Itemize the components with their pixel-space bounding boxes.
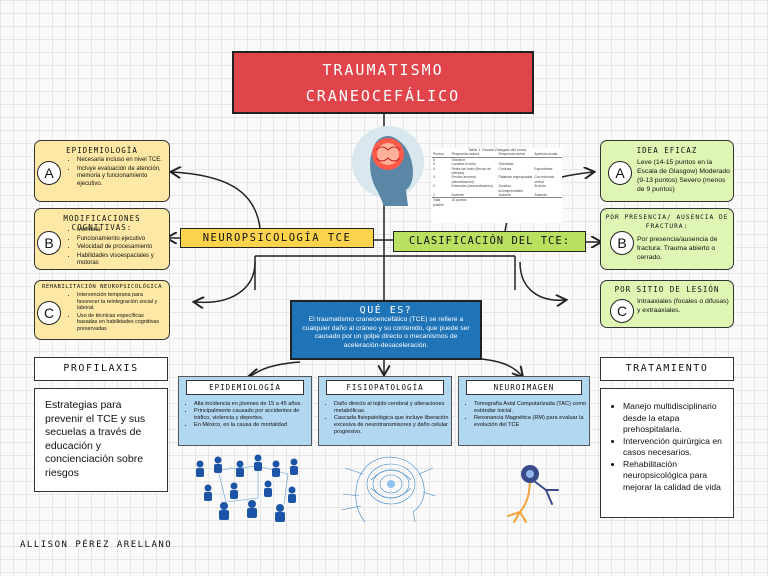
right-idea-card: IDEA EFICAZ A Leve (14-15 puntos en la E… [600, 140, 734, 202]
list-item: Velocidad de procesamiento [77, 244, 165, 252]
brain-scan-illustration [340, 456, 435, 523]
title-line-2: CRANEOCEFÁLICO [305, 87, 461, 105]
table-cell: Al dolor [534, 184, 546, 189]
list-item: Manejo multidisciplinario desde la etapa… [623, 401, 729, 436]
letter-badge: A [37, 161, 61, 185]
card-title: REHABILITACIÓN NEUROPSICOLÓGICA [42, 284, 162, 290]
que-es-title: QUÉ ES? [359, 305, 413, 316]
right-presencia-card: POR PRESENCIA/ AUSENCIA DE FRACTURA: B P… [600, 208, 734, 270]
title-line-1: TRAUMATISMO [322, 61, 444, 79]
table-header: Puntos [433, 152, 444, 157]
table-cell: Espontánea [534, 166, 553, 171]
que-es-box: QUÉ ES? El traumatismo craneoencefálico … [290, 300, 482, 360]
list-item: Resonancia Magnética (RM) para evaluar l… [474, 415, 589, 429]
table-cell: 6 [433, 157, 435, 162]
table-caption: Tabla 1. Escala Glasgow del coma [467, 148, 527, 152]
list-item: Tomografía Axial Computarizada (TAC) com… [474, 401, 589, 415]
table-cell [498, 198, 534, 207]
left-modificaciones-card: MODIFICACIONES COGNITIVAS: B Memoria Fun… [34, 208, 170, 270]
table-cell: 15 puntos [451, 198, 467, 203]
card-text: Intraaxiales (focales o difusas) y extra… [637, 298, 729, 314]
card-title: POR PRESENCIA/ AUSENCIA DE FRACTURA: [605, 214, 729, 230]
table-cell: Orientada [498, 162, 514, 167]
list-item: Daño directo al tejido cerebral y altera… [334, 401, 451, 415]
list-item: Rehabilitación neuropsicológica para mej… [623, 459, 729, 494]
tratamiento-title: TRATAMIENTO [600, 357, 734, 381]
neuron-illustration [507, 465, 559, 523]
glasgow-table: Tabla 1. Escala Glasgow del coma Puntos … [432, 148, 562, 223]
left-epidemiologia-card: EPIDEMIOLOGÍA A Necesaria incluso en niv… [34, 140, 170, 202]
card-title: IDEA EFICAZ [636, 146, 698, 155]
table-cell: Obedece [451, 157, 466, 162]
table-cell: Extensión (descerebración) [451, 184, 493, 189]
table-cell: 3 [433, 175, 435, 180]
table-cell: 2 [433, 184, 435, 189]
table-cell: 5 [433, 162, 435, 167]
card-title: MODIFICACIONES COGNITIVAS: [63, 214, 141, 232]
card-text: Leve (14-15 puntos en la Escala de Glasg… [637, 159, 730, 193]
table-cell: Con estímulo verbal [534, 175, 555, 184]
list-item: Intervención temprana para favorecer la … [77, 292, 165, 312]
que-es-text: El traumatismo craneoencefálico (TCE) se… [302, 316, 470, 349]
right-sitio-card: POR SITIO DE LESIÓN C Intraaxiales (foca… [600, 280, 734, 328]
card-title: POR SITIO DE LESIÓN [614, 285, 720, 294]
list-item: Cascada fisiopatológica que incluye libe… [334, 415, 451, 436]
author-name: ALLISON PÉREZ ARELLANO [20, 540, 173, 550]
people-network-illustration [196, 454, 298, 522]
table-cell: 4 [433, 166, 435, 171]
card-text: Por presencia/ausencia de fractura: Trau… [637, 236, 718, 261]
left-rehabilitacion-card: REHABILITACIÓN NEUROPSICOLÓGICA C Interv… [34, 280, 170, 340]
table-cell: Confusa [498, 166, 512, 171]
table-cell: Localiza el dolor [451, 162, 476, 167]
list-item: Habilidades visoespaciales y motoras [77, 253, 165, 268]
list-item: Incluye evaluación de atención, memoria … [77, 166, 165, 189]
table-header: Apertura ocular [534, 152, 558, 157]
table-cell: Ausente [451, 193, 464, 198]
list-item: En México, es la causa de mortalidad [194, 422, 311, 429]
table-cell: 1 [433, 193, 435, 198]
card-title: EPIDEMIOLOGÍA [66, 146, 138, 155]
table-cell: Flexión anormal (decorticación) [451, 175, 476, 184]
table-cell: Sonidos incomprensibles [498, 184, 524, 193]
list-item: Memoria [77, 227, 165, 235]
clasificacion-label: CLASIFICACIÓN DEL TCE: [393, 231, 586, 252]
profilaxis-title: PROFILAXIS [34, 357, 168, 381]
table-cell: Total posible [433, 198, 444, 207]
bottom-epidemiologia-card: EPIDEMIOLOGÍA Alta incidencia en jóvenes… [178, 376, 312, 446]
table-cell: Ausente [498, 193, 511, 198]
table-cell: Palabras inapropiadas [498, 175, 533, 180]
list-item: Funcionamiento ejecutivo [77, 236, 165, 244]
brain-head-illustration [352, 126, 424, 206]
letter-badge: A [608, 161, 632, 185]
card-title: EPIDEMIOLOGÍA [185, 380, 305, 395]
main-title: TRAUMATISMO CRANEOCEFÁLICO [232, 51, 534, 114]
neuropsicologia-label: NEUROPSICOLOGÍA TCE [180, 228, 374, 248]
card-title: FISIOPATOLOGÍA [325, 380, 445, 395]
letter-badge: C [37, 301, 61, 325]
table-cell: Retira del dolor (flexión de retirada) [451, 166, 492, 176]
list-item: Principalmente causado por accidentes de… [194, 408, 311, 422]
list-item: Uso de técnicas específicas basadas en h… [77, 313, 165, 333]
table-header: Respuesta verbal [498, 152, 525, 157]
bottom-fisiopatologia-card: FISIOPATOLOGÍA Daño directo al tejido ce… [318, 376, 452, 446]
letter-badge: C [610, 299, 634, 323]
table-cell [533, 198, 562, 207]
letter-badge: B [610, 231, 634, 255]
list-item: Alta incidencia en jóvenes de 15 a 45 añ… [194, 401, 311, 408]
card-title: NEUROIMAGEN [465, 380, 583, 395]
table-header: Respuesta motora [451, 152, 480, 157]
tratamiento-box: Manejo multidisciplinario desde la etapa… [600, 388, 734, 518]
list-item: Intervención quirúrgica en casos necesar… [623, 436, 729, 459]
profilaxis-text: Estrategias para prevenir el TCE y sus s… [34, 388, 168, 492]
letter-badge: B [37, 231, 61, 255]
list-item: Necesaria incluso en nivel TCE. [77, 157, 165, 165]
bottom-neuroimagen-card: NEUROIMAGEN Tomografía Axial Computariza… [458, 376, 590, 446]
table-cell: Ausente [534, 193, 547, 198]
